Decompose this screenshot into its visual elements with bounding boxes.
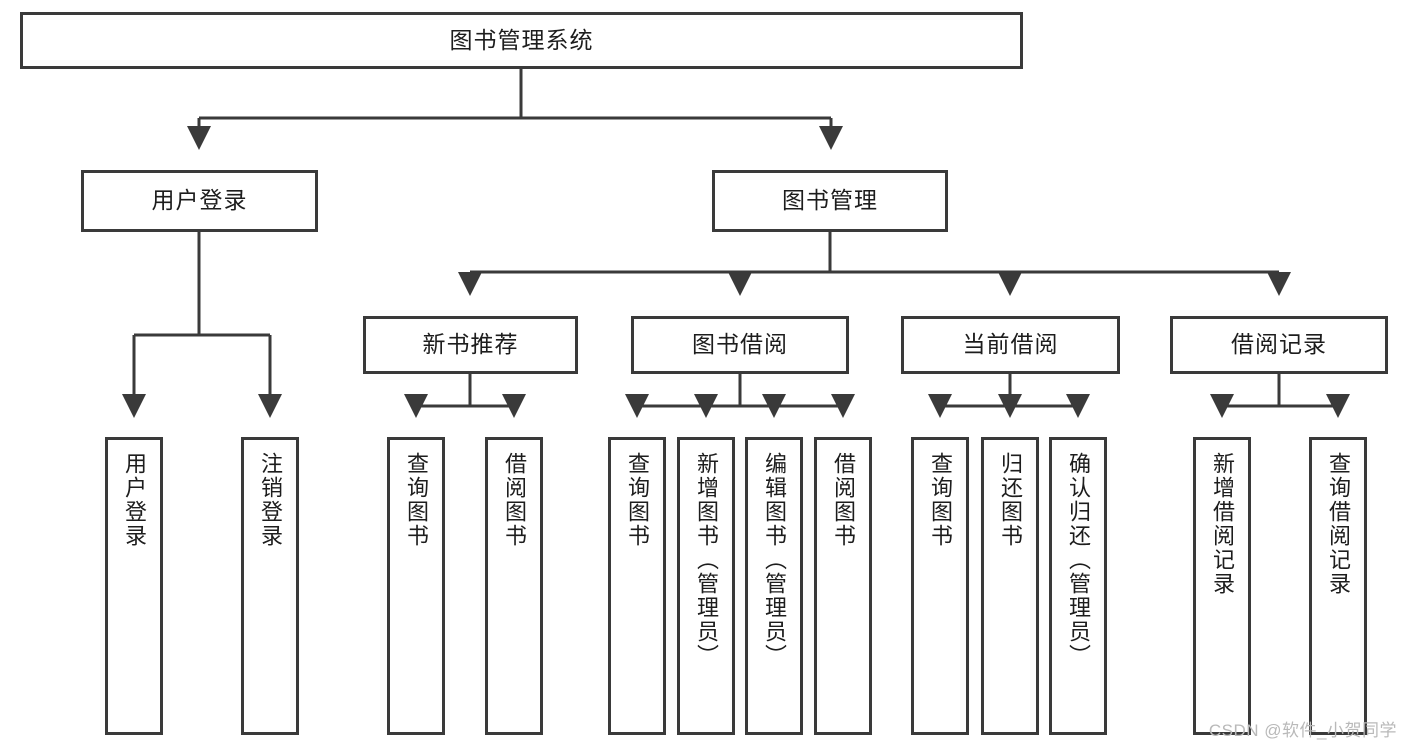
leaf-label: 新增图书（管理员） [693, 452, 719, 668]
node-book-borrow[interactable]: 图书借阅 [631, 316, 849, 374]
node-book-management[interactable]: 图书管理 [712, 170, 948, 232]
leaf-query-book-current[interactable]: 查询图书 [911, 437, 969, 735]
leaf-query-borrow-record[interactable]: 查询借阅记录 [1309, 437, 1367, 735]
node-current-borrow[interactable]: 当前借阅 [901, 316, 1120, 374]
leaf-add-borrow-record[interactable]: 新增借阅记录 [1193, 437, 1251, 735]
leaf-label: 查询图书 [927, 452, 953, 548]
leaf-label: 归还图书 [997, 452, 1023, 548]
leaf-label: 查询借阅记录 [1325, 452, 1351, 596]
leaf-label: 确认归还（管理员） [1065, 452, 1091, 668]
leaf-label: 注销登录 [257, 452, 283, 548]
leaf-query-book-borrow[interactable]: 查询图书 [608, 437, 666, 735]
leaf-confirm-return-admin[interactable]: 确认归还（管理员） [1049, 437, 1107, 735]
node-borrow-record[interactable]: 借阅记录 [1170, 316, 1388, 374]
leaf-logout-login[interactable]: 注销登录 [241, 437, 299, 735]
leaf-label: 借阅图书 [830, 452, 856, 548]
watermark-text: CSDN @软件_小贺同学 [1208, 721, 1397, 740]
node-user-login[interactable]: 用户登录 [81, 170, 318, 232]
leaf-label: 编辑图书（管理员） [761, 452, 787, 668]
leaf-borrow-book-newbook[interactable]: 借阅图书 [485, 437, 543, 735]
leaf-query-book-newbook[interactable]: 查询图书 [387, 437, 445, 735]
leaf-return-book[interactable]: 归还图书 [981, 437, 1039, 735]
leaf-label: 借阅图书 [501, 452, 527, 548]
leaf-label: 用户登录 [121, 452, 147, 548]
leaf-label: 查询图书 [403, 452, 429, 548]
node-root-system[interactable]: 图书管理系统 [20, 12, 1023, 69]
leaf-borrow-book[interactable]: 借阅图书 [814, 437, 872, 735]
leaf-label: 查询图书 [624, 452, 650, 548]
leaf-edit-book-admin[interactable]: 编辑图书（管理员） [745, 437, 803, 735]
node-new-book-recommend[interactable]: 新书推荐 [363, 316, 578, 374]
leaf-user-login[interactable]: 用户登录 [105, 437, 163, 735]
leaf-add-book-admin[interactable]: 新增图书（管理员） [677, 437, 735, 735]
leaf-label: 新增借阅记录 [1209, 452, 1235, 596]
